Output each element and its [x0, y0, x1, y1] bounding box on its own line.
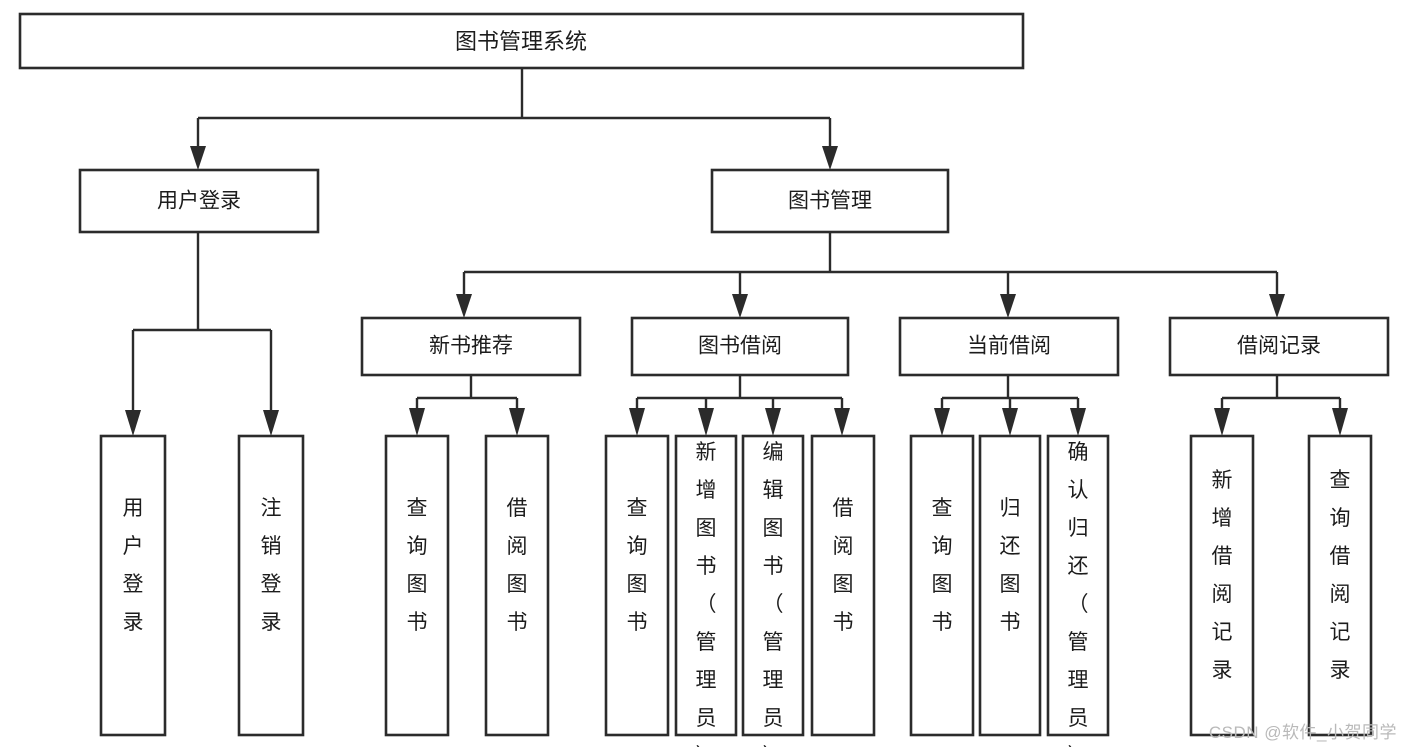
arrow-head-leaf-edit-book: [765, 408, 781, 436]
node-book-management-box[interactable]: [710, 168, 950, 234]
leaf-borrow-book-1-box[interactable]: [484, 434, 550, 737]
leaf-query-book-1[interactable]: 查询图书: [384, 434, 450, 737]
node-borrow-record[interactable]: 借阅记录: [1168, 316, 1390, 377]
arrow-head-book-borrow: [732, 294, 748, 318]
leaf-borrow-book-2-box[interactable]: [810, 434, 876, 737]
node-root[interactable]: 图书管理系统: [18, 12, 1025, 70]
leaf-query-book-3-box[interactable]: [909, 434, 975, 737]
leaf-borrow-book-2[interactable]: 借阅图书: [810, 434, 876, 737]
leaf-query-book-3[interactable]: 查询图书: [909, 434, 975, 737]
leaf-confirm-return-label: 确认归还（管理员）: [1068, 441, 1089, 747]
leaf-query-book-1-label: 查询图书: [407, 497, 428, 634]
leaf-query-book-1-box[interactable]: [384, 434, 450, 737]
leaf-query-book-3-label: 查询图书: [932, 497, 953, 634]
leaf-query-record-box[interactable]: [1307, 434, 1373, 737]
arrow-head-leaf-logout: [263, 410, 279, 436]
arrow-head-book-management: [822, 146, 838, 170]
leaf-return-book-box[interactable]: [978, 434, 1042, 737]
node-book-borrow-label: 图书借阅: [698, 335, 782, 358]
leaf-confirm-return-box[interactable]: [1046, 434, 1110, 737]
leaf-add-record-box[interactable]: [1189, 434, 1255, 737]
leaf-borrow-book-2-label: 借阅图书: [833, 497, 854, 634]
leaf-edit-book-box[interactable]: [741, 434, 805, 737]
arrow-head-leaf-user-login: [125, 410, 141, 436]
arrow-head-leaf-borrow-book-2: [834, 408, 850, 436]
leaf-edit-book[interactable]: 编辑图书（管理员）: [741, 434, 805, 747]
node-new-book-recommend-box[interactable]: [360, 316, 582, 377]
leaf-borrow-book-1-label: 借阅图书: [507, 497, 528, 634]
arrow-head-borrow-record: [1269, 294, 1285, 318]
node-book-management-label: 图书管理: [788, 190, 872, 213]
arrow-head-leaf-query-book-3: [934, 408, 950, 436]
leaf-confirm-return[interactable]: 确认归还（管理员）: [1046, 434, 1110, 747]
node-book-management[interactable]: 图书管理: [710, 168, 950, 234]
leaf-return-book-label: 归还图书: [1000, 497, 1021, 634]
leaf-add-record[interactable]: 新增借阅记录: [1189, 434, 1255, 737]
arrow-head-user-login: [190, 146, 206, 170]
leaf-add-book-label: 新增图书（管理员）: [696, 441, 717, 747]
leaf-logout-label: 注销登录: [261, 497, 282, 634]
leaf-logout[interactable]: 注销登录: [237, 434, 305, 737]
node-user-login-label: 用户登录: [157, 190, 241, 213]
node-root-label: 图书管理系统: [455, 29, 587, 54]
node-user-login[interactable]: 用户登录: [78, 168, 320, 234]
node-new-book-recommend-label: 新书推荐: [429, 335, 513, 358]
node-book-borrow-box[interactable]: [630, 316, 850, 377]
node-borrow-record-box[interactable]: [1168, 316, 1390, 377]
arrow-head-leaf-add-record: [1214, 408, 1230, 436]
arrow-head-new-book-recommend: [456, 294, 472, 318]
node-current-borrow-box[interactable]: [898, 316, 1120, 377]
csdn-watermark: CSDN @软件_小贺同学: [1208, 723, 1397, 742]
leaf-edit-book-label: 编辑图书（管理员）: [763, 441, 784, 747]
arrow-head-leaf-borrow-book-1: [509, 408, 525, 436]
node-current-borrow[interactable]: 当前借阅: [898, 316, 1120, 377]
arrow-head-leaf-return-book: [1002, 408, 1018, 436]
leaf-borrow-book-1[interactable]: 借阅图书: [484, 434, 550, 737]
node-user-login-box[interactable]: [78, 168, 320, 234]
node-current-borrow-label: 当前借阅: [967, 335, 1051, 358]
arrow-head-leaf-query-record: [1332, 408, 1348, 436]
leaf-add-book-box[interactable]: [674, 434, 738, 737]
leaf-query-book-2-label: 查询图书: [627, 497, 648, 634]
node-borrow-record-label: 借阅记录: [1237, 335, 1321, 358]
leaf-user-login-label: 用户登录: [123, 497, 144, 634]
node-root-box[interactable]: [18, 12, 1025, 70]
leaf-query-record[interactable]: 查询借阅记录: [1307, 434, 1373, 737]
connector-layer: [125, 68, 1348, 436]
arrow-head-leaf-confirm-return: [1070, 408, 1086, 436]
arrow-head-leaf-query-book-2: [629, 408, 645, 436]
leaf-return-book[interactable]: 归还图书: [978, 434, 1042, 737]
leaf-add-record-label: 新增借阅记录: [1212, 469, 1233, 682]
leaf-user-login-box[interactable]: [99, 434, 167, 737]
node-new-book-recommend[interactable]: 新书推荐: [360, 316, 582, 377]
arrow-head-leaf-query-book-1: [409, 408, 425, 436]
node-book-borrow[interactable]: 图书借阅: [630, 316, 850, 377]
arrow-head-leaf-add-book: [698, 408, 714, 436]
leaf-user-login[interactable]: 用户登录: [99, 434, 167, 737]
leaf-query-book-2[interactable]: 查询图书: [604, 434, 670, 737]
leaf-add-book[interactable]: 新增图书（管理员）: [674, 434, 738, 747]
leaf-logout-box[interactable]: [237, 434, 305, 737]
leaf-query-book-2-box[interactable]: [604, 434, 670, 737]
arrow-head-current-borrow: [1000, 294, 1016, 318]
leaf-query-record-label: 查询借阅记录: [1330, 469, 1351, 682]
